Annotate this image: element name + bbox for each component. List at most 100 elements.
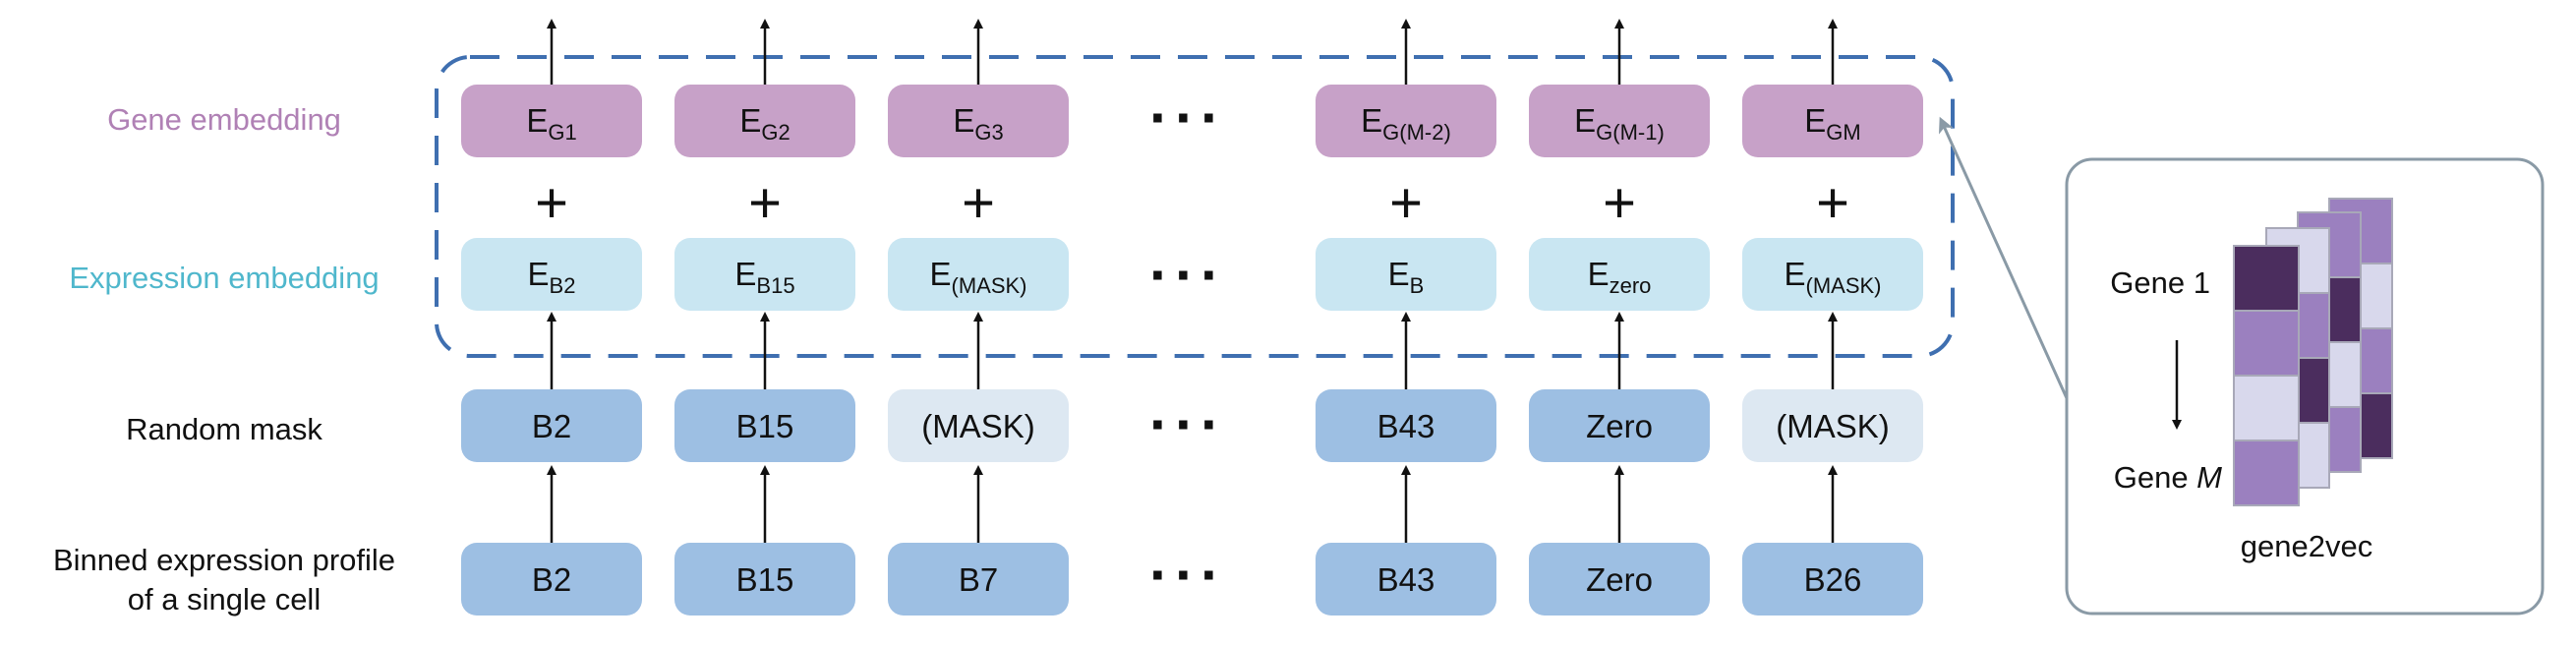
matrix-front-cell xyxy=(2233,440,2300,506)
expression-embedding-main: E xyxy=(1588,256,1610,292)
random-mask-text: (MASK) xyxy=(1776,408,1890,444)
gene-embedding-subscript: G3 xyxy=(974,120,1003,145)
gene-embedding-label: Gene embedding xyxy=(107,102,341,137)
expression-embedding-main: E xyxy=(734,256,756,292)
token-columns: EG1+EB2B2B2EG2+EB15B15B15EG3+E(MASK)(MAS… xyxy=(461,19,1923,616)
gene-embedding-subscript: GM xyxy=(1826,120,1860,145)
gene-last-label: Gene M xyxy=(2114,460,2222,495)
random-mask-box xyxy=(674,389,855,462)
gene2vec-matrix-front xyxy=(2233,245,2300,506)
binned-expression-text: B7 xyxy=(959,561,998,598)
random-mask-text: B15 xyxy=(736,408,794,444)
binned-expression-text: B43 xyxy=(1377,561,1435,598)
gene-embedding-main: E xyxy=(953,102,974,139)
binned-expression-box xyxy=(888,543,1069,616)
expression-embedding-box xyxy=(1742,238,1923,311)
expression-embedding-text: EB2 xyxy=(528,256,576,298)
gene-embedding-box xyxy=(1742,85,1923,157)
binned-expression-box xyxy=(1529,543,1710,616)
random-mask-text: Zero xyxy=(1586,408,1653,444)
expression-embedding-text: EB xyxy=(1388,256,1425,298)
gene-embedding-box xyxy=(888,85,1069,157)
gene-embedding-text: EG2 xyxy=(739,102,790,145)
random-mask-text: B43 xyxy=(1377,408,1435,444)
expression-embedding-text: Ezero xyxy=(1588,256,1652,298)
ellipsis-binned-row: ··· xyxy=(1149,542,1226,608)
plus-sign: + xyxy=(962,171,995,235)
binned-expression-text: B15 xyxy=(736,561,794,598)
matrix-front-cell xyxy=(2233,310,2300,377)
expression-embedding-text: E(MASK) xyxy=(1784,256,1881,298)
ellipsis-expression-row: ··· xyxy=(1149,242,1226,308)
gene-embedding-box xyxy=(461,85,642,157)
binned-expression-text: B2 xyxy=(532,561,571,598)
random-mask-box xyxy=(1742,389,1923,462)
gene-embedding-subscript: G(M-2) xyxy=(1382,120,1451,145)
gene-embedding-text: EG(M-1) xyxy=(1574,102,1665,145)
gene-embedding-box xyxy=(674,85,855,157)
binned-expression-box xyxy=(1742,543,1923,616)
gene2vec-to-embedding-arrow xyxy=(1939,116,2069,399)
gene-first-label: Gene 1 xyxy=(2110,265,2210,300)
matrix-front-cell xyxy=(2233,245,2300,312)
random-mask-label: Random mask xyxy=(126,412,322,446)
expression-embedding-subscript: B15 xyxy=(756,273,794,298)
gene2vec-caption: gene2vec xyxy=(2241,529,2372,563)
random-mask-box xyxy=(1316,389,1496,462)
plus-sign: + xyxy=(1603,171,1636,235)
expression-embedding-box xyxy=(1529,238,1710,311)
binned-expression-box xyxy=(1316,543,1496,616)
plus-sign: + xyxy=(748,171,782,235)
random-mask-box xyxy=(888,389,1069,462)
binned-profile-label-line1: Binned expression profile xyxy=(53,543,395,577)
gene-embedding-subscript: G(M-1) xyxy=(1596,120,1665,145)
binned-expression-text: Zero xyxy=(1586,561,1653,598)
binned-profile-label-line2: of a single cell xyxy=(128,582,321,616)
binned-expression-text: B26 xyxy=(1804,561,1862,598)
ellipsis-mask-row: ··· xyxy=(1149,391,1226,457)
gene-embedding-box xyxy=(1529,85,1710,157)
expression-embedding-text: E(MASK) xyxy=(929,256,1026,298)
expression-embedding-main: E xyxy=(1388,256,1410,292)
expression-embedding-main: E xyxy=(1784,256,1805,292)
gene-embedding-text: EG3 xyxy=(953,102,1003,145)
expression-embedding-subscript: B2 xyxy=(550,273,576,298)
gene-last-variable: M xyxy=(2196,460,2222,495)
expression-embedding-subscript: B xyxy=(1410,273,1425,298)
expression-embedding-box xyxy=(1316,238,1496,311)
gene-last-prefix: Gene xyxy=(2114,460,2196,495)
matrix-front-cell xyxy=(2233,375,2300,441)
expression-embedding-box xyxy=(461,238,642,311)
gene-embedding-subscript: G1 xyxy=(548,120,576,145)
expression-embedding-text: EB15 xyxy=(734,256,794,298)
expression-embedding-main: E xyxy=(929,256,951,292)
token-column: EGM+E(MASK)(MASK)B26 xyxy=(1742,19,1923,616)
expression-embedding-box xyxy=(888,238,1069,311)
gene-embedding-text: EG1 xyxy=(526,102,576,145)
random-mask-text: (MASK) xyxy=(921,408,1035,444)
gene-embedding-text: EG(M-2) xyxy=(1361,102,1451,145)
plus-sign: + xyxy=(1389,171,1423,235)
gene-embedding-box xyxy=(1316,85,1496,157)
gene-embedding-main: E xyxy=(526,102,548,139)
token-column: EG3+E(MASK)(MASK)B7 xyxy=(888,19,1069,616)
gene-embedding-subscript: G2 xyxy=(761,120,790,145)
plus-sign: + xyxy=(535,171,568,235)
expression-embedding-box xyxy=(674,238,855,311)
expression-embedding-subscript: (MASK) xyxy=(952,273,1027,298)
embedding-dashed-frame xyxy=(435,55,1955,358)
binned-expression-box xyxy=(461,543,642,616)
gene-embedding-main: E xyxy=(1574,102,1596,139)
random-mask-box xyxy=(1529,389,1710,462)
expression-embedding-subscript: zero xyxy=(1610,273,1652,298)
gene-embedding-main: E xyxy=(739,102,761,139)
gene-embedding-main: E xyxy=(1361,102,1382,139)
expression-embedding-subscript: (MASK) xyxy=(1806,273,1882,298)
random-mask-text: B2 xyxy=(532,408,571,444)
binned-expression-box xyxy=(674,543,855,616)
